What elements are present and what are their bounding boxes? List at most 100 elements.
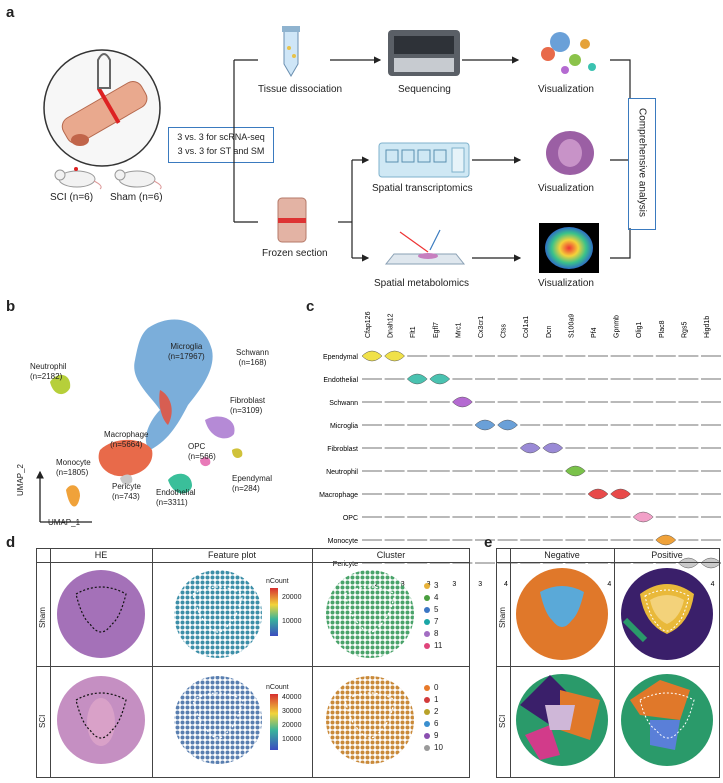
cluster-legend-item: 8 (424, 628, 442, 640)
legend-dot-icon (424, 685, 430, 691)
violin-shape (384, 350, 405, 362)
cluster-legend-item: 1 (424, 694, 443, 706)
frozen-section-label: Frozen section (262, 248, 328, 259)
legend-dot-icon (424, 745, 430, 751)
col-header-negative: Negative (544, 550, 580, 560)
workflow-arrows (233, 56, 631, 262)
visualization-label-1: Visualization (538, 84, 594, 95)
panel-letter-d: d (6, 534, 16, 551)
cell-type-label: Neutrophil (326, 469, 358, 476)
legend-label: 3 (434, 581, 439, 590)
legend-dot-icon (424, 583, 430, 589)
legend-dot-icon (424, 631, 430, 637)
sham-tick-1: 20000 (282, 594, 302, 601)
cluster-label-monocyte: Monocyte(n=1805) (56, 458, 91, 477)
sequencing-label: Sequencing (398, 84, 451, 95)
legend-label: 5 (434, 605, 439, 614)
violin-x-tick: 4 (607, 581, 611, 588)
legend-dot-icon (424, 607, 430, 613)
panel-e-frame (496, 548, 720, 778)
tissue-dissociation-label: Tissue dissociation (258, 84, 343, 95)
legend-label: 9 (434, 731, 439, 740)
cluster-legend-item: 7 (424, 616, 442, 628)
gene-label: Dnah12 (388, 313, 395, 338)
violin-shape (361, 350, 383, 362)
cluster-label-macrophage: Macrophage(n=5664) (104, 430, 149, 449)
cluster-label-fibroblast: Fibroblast(n=3109) (230, 396, 266, 415)
sm-heatmap-icon (539, 223, 599, 273)
sci-tick-4: 10000 (282, 736, 302, 743)
violin-shape (452, 396, 473, 408)
gene-label: Egfl7 (433, 322, 440, 338)
gene-label: Rgs5 (681, 322, 688, 338)
panel-d-frame (36, 548, 470, 778)
violin-shape (429, 373, 451, 385)
cluster-legend-item: 9 (424, 730, 443, 742)
cell-type-label: Pericyte (333, 561, 358, 568)
sham-tick-2: 10000 (282, 618, 302, 625)
gene-label: Dcn (546, 325, 553, 338)
cluster-legend-item: 0 (424, 682, 443, 694)
violin-shape (519, 442, 541, 454)
panel-letter-a: a (6, 4, 15, 21)
frozen-section-icon (277, 197, 307, 243)
cluster-label-pericyte: Pericyte(n=743) (112, 482, 141, 501)
violin-shape (542, 442, 564, 454)
study-design-box: 3 vs. 3 for scRNA-seq 3 vs. 3 for ST and… (168, 127, 274, 163)
violin-shape (678, 557, 699, 569)
panel-letter-b: b (6, 298, 16, 315)
legend-dot-icon (424, 721, 430, 727)
violin-x-tick: 4 (504, 581, 508, 588)
cell-type-label: Endothelial (323, 377, 358, 384)
violin-x-tick: 3 (401, 581, 405, 588)
sci-tick-3: 20000 (282, 722, 302, 729)
cell-type-label: Macrophage (319, 492, 358, 499)
legend-dot-icon (424, 595, 430, 601)
sm-instrument-icon (384, 229, 466, 265)
cell-type-label: Microglia (330, 423, 358, 430)
sci-tick-1: 40000 (282, 694, 302, 701)
he-thumbnail-icon (546, 131, 594, 175)
sci-tick-2: 30000 (282, 708, 302, 715)
violin-shape (406, 373, 428, 385)
legend-dot-icon (424, 697, 430, 703)
gene-label: Mrc1 (455, 322, 462, 338)
cluster-legend-item: 2 (424, 706, 443, 718)
col-header-he: HE (94, 550, 108, 560)
gene-label: Olig1 (636, 322, 643, 338)
cluster-label-schwann: Schwann(n=168) (236, 348, 269, 367)
legend-label: 8 (434, 629, 439, 638)
ncount-title-sham: nCount (266, 578, 289, 585)
spatial-transcriptomics-label: Spatial transcriptomics (372, 183, 473, 194)
col-header-cluster: Cluster (376, 550, 406, 560)
violin-x-tick: 4 (711, 581, 715, 588)
tube-icon (282, 26, 300, 77)
gene-label: Col1a1 (523, 316, 530, 338)
spatial-metabolomics-label: Spatial metabolomics (374, 278, 470, 289)
sci-group-label: SCI (n=6) (50, 192, 94, 203)
panel-letter-c: c (306, 298, 315, 315)
umap-thumbnail-icon (541, 32, 596, 74)
cluster-label-microglia: Microglia(n=17967) (168, 342, 205, 361)
gene-label: Cfap126 (365, 311, 372, 338)
panel-letter-e: e (484, 534, 493, 551)
violin-shape (474, 419, 496, 431)
cell-type-label: OPC (343, 515, 358, 522)
legend-label: 2 (434, 707, 439, 716)
cluster-label-opc: OPC(n=566) (188, 442, 216, 461)
cluster-legend-item: 5 (424, 604, 442, 616)
sequencer-icon (388, 30, 460, 76)
violin-shape (700, 557, 722, 569)
umap-plot (0, 319, 243, 523)
cluster-legend-item: 6 (424, 718, 443, 730)
cell-type-label: Monocyte (328, 538, 358, 545)
spinal-cord-illustration (43, 49, 161, 167)
violin-x-tick: 3 (452, 581, 456, 588)
gene-label: Higd1b (704, 316, 711, 338)
violin-shape (655, 534, 677, 546)
cluster-label-neutrophil: Neutrophil(n=2182) (30, 362, 67, 381)
